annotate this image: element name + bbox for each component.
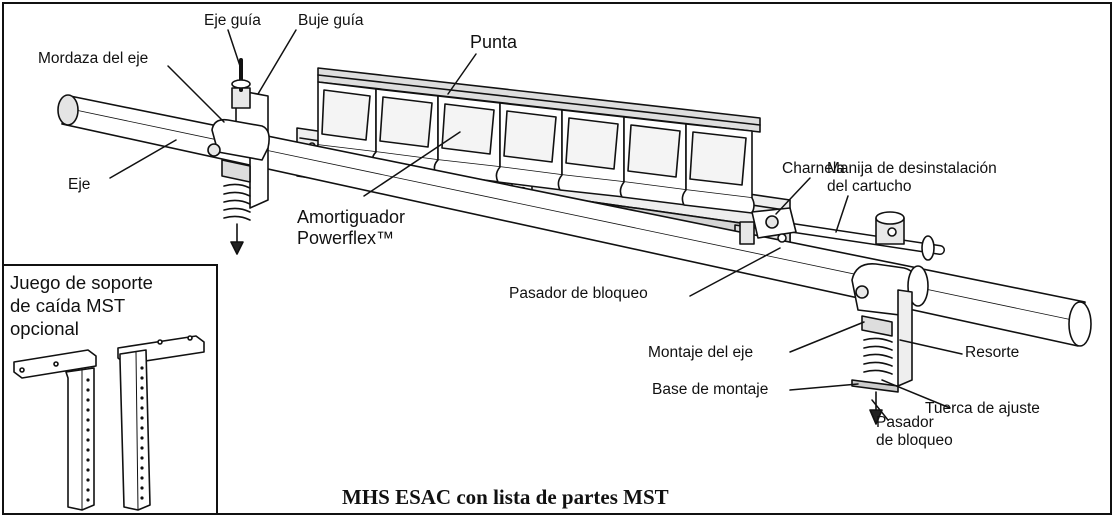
leader-base [789,383,859,391]
figure-caption: MHS ESAC con lista de partes MST [342,485,669,509]
inset-title-line3: opcional [10,318,79,339]
label-pasador-line1: Pasador [876,414,934,431]
label-manija-line2: del cartucho [827,178,912,195]
label-eje: Eje [68,176,91,193]
label-manija-de-desinstalacion: Manija de desinstalación del cartucho [827,160,997,196]
label-montaje-del-eje: Montaje del eje [648,344,754,361]
label-pasador-de-bloqueo-upper: Pasador de bloqueo [509,285,648,302]
inset-title: Juego de soporte de caída MST opcional [10,271,153,340]
label-pasador-de-bloqueo-lower: Pasador de bloqueo [876,414,953,450]
label-eje-guia: Eje guía [204,12,261,29]
leader-eje [109,139,177,179]
label-base-de-montaje: Base de montaje [652,381,769,398]
right-shaft-mount [775,211,945,425]
leader-manija [835,195,849,233]
leader-montaje [789,321,865,353]
leader-amortiguador [363,131,461,197]
label-punta: Punta [470,32,518,52]
optional-kit-inset [4,264,218,515]
tip-strip [317,67,761,133]
label-charnela: Charnela [782,160,845,177]
inset-title-line2: de caída MST [10,295,126,316]
cushions [313,81,755,214]
label-amortiguador-line2: Powerflex™ [297,228,395,248]
left-shaft-mount [207,58,270,255]
leader-buje-guia [257,29,297,95]
inset-title-line1: Juego de soporte [10,272,153,293]
label-manija-line1: Manija de desinstalación [827,160,997,177]
leader-pasador-lower [871,399,889,421]
leader-eje-guia [227,29,241,67]
label-resorte: Resorte [965,344,1020,361]
hinge [739,207,797,245]
leader-mordaza [167,65,225,123]
label-amortiguador-powerflex: Amortiguador Powerflex™ [297,207,405,249]
inset-brackets [13,335,205,511]
leader-charnela [775,177,811,215]
leader-tuerca [881,379,951,409]
leader-punta [447,53,477,95]
label-pasador-line2: de bloqueo [876,432,953,449]
leader-lines [109,29,963,421]
leader-resorte [899,339,963,355]
label-tuerca-de-ajuste: Tuerca de ajuste [925,400,1040,417]
outer-frame [2,2,1112,515]
label-buje-guia: Buje guía [298,12,364,29]
label-mordaza-del-eje: Mordaza del eje [38,50,149,67]
label-amortiguador-line1: Amortiguador [297,207,406,227]
leader-pasador-upper [689,247,781,297]
